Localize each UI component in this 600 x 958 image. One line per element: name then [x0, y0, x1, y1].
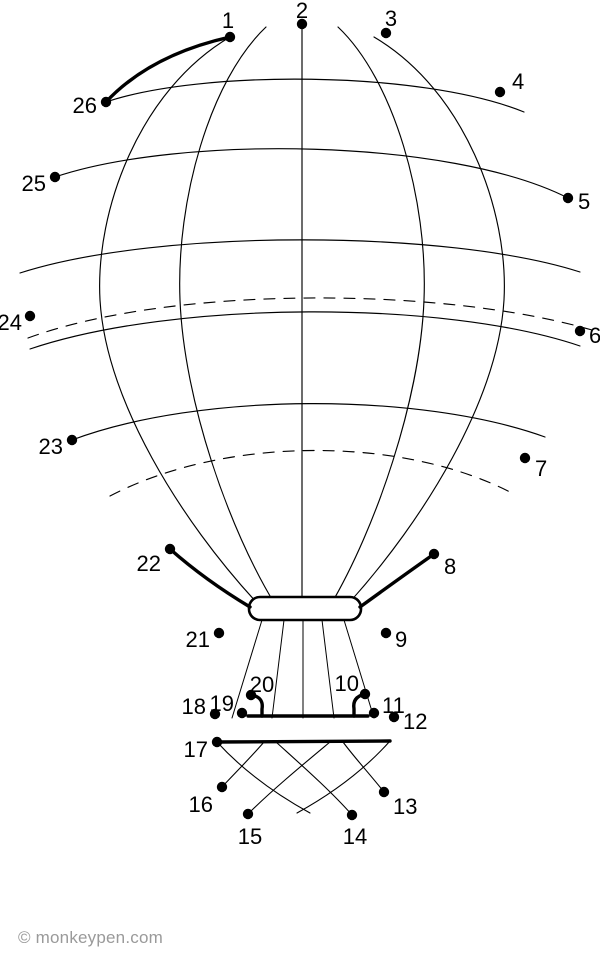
dot-26-to-dot-1-guide	[104, 35, 232, 104]
weave-strand-5	[221, 741, 265, 788]
dot-6[interactable]	[574, 325, 586, 337]
dot-label-18: 18	[182, 694, 206, 719]
meridian-far-right	[347, 36, 505, 605]
envelope-meridian-curves	[99, 23, 505, 615]
dot-label-9: 9	[395, 627, 407, 652]
dot-label-10: 10	[335, 671, 359, 696]
dot-label-21: 21	[186, 627, 210, 652]
dot-23[interactable]	[66, 434, 78, 446]
dot-label-12: 12	[403, 709, 427, 734]
dot-label-22: 22	[137, 551, 161, 576]
dot-2[interactable]	[296, 18, 308, 30]
dot-22[interactable]	[164, 543, 176, 555]
dot-9[interactable]	[380, 627, 392, 639]
skirt-right-inner	[321, 619, 335, 719]
dot-12[interactable]	[388, 711, 400, 723]
dot-label-20: 20	[250, 672, 274, 697]
dot-label-1: 1	[222, 8, 234, 33]
meridian-far-left	[99, 36, 259, 605]
dot-label-23: 23	[39, 434, 63, 459]
dot-label-15: 15	[238, 824, 262, 849]
dot-3[interactable]	[380, 27, 392, 39]
basket-weave-strands	[216, 740, 391, 816]
dot-14[interactable]	[346, 809, 358, 821]
dot-label-4: 4	[512, 69, 524, 94]
weave-strand-3	[247, 741, 331, 815]
dot-label-11: 11	[382, 693, 405, 718]
dot-19[interactable]	[236, 707, 248, 719]
dot-label-25: 25	[22, 171, 46, 196]
dot-17-to-right-rim	[215, 739, 392, 744]
envelope-latitude-arcs	[19, 78, 593, 497]
dot-label-14: 14	[343, 824, 367, 849]
dot-label-6: 6	[589, 323, 600, 348]
weave-strand-4	[275, 741, 353, 816]
dot-label-17: 17	[184, 737, 208, 762]
dot-label-19: 19	[210, 691, 234, 716]
dot-label-13: 13	[393, 794, 417, 819]
dot-label-2: 2	[296, 0, 308, 23]
dot-10[interactable]	[359, 688, 371, 700]
dot-20[interactable]	[245, 689, 257, 701]
latitude-6	[71, 403, 546, 441]
dot-7[interactable]	[519, 452, 531, 464]
envelope-skirt-lines	[231, 619, 375, 719]
meridian-mid-right	[329, 26, 425, 607]
dot-5[interactable]	[562, 192, 574, 204]
dot-22-to-burner-rope	[168, 547, 252, 609]
dot-24[interactable]	[24, 310, 36, 322]
dot-label-7: 7	[535, 456, 547, 481]
dot-4[interactable]	[494, 86, 506, 98]
dot-label-5: 5	[578, 189, 590, 214]
burner-to-dot-8-rope	[358, 552, 436, 609]
dot-1[interactable]	[224, 31, 236, 43]
copyright-watermark: © monkeypen.com	[18, 928, 163, 947]
latitude-7-dashed	[109, 449, 511, 497]
dot-26[interactable]	[100, 96, 112, 108]
dot-18[interactable]	[209, 708, 221, 720]
weave-strand-6	[342, 741, 385, 793]
latitude-1	[105, 78, 525, 113]
dot-8[interactable]	[428, 548, 440, 560]
skirt-left-inner	[271, 619, 285, 719]
skirt-left-outer	[231, 619, 263, 719]
dot-15[interactable]	[242, 808, 254, 820]
meridian-mid-left	[179, 26, 277, 607]
burner-basket-collar	[247, 595, 363, 622]
dot-25[interactable]	[49, 171, 61, 183]
dot-17[interactable]	[211, 736, 223, 748]
pre-drawn-solution-strokes	[104, 35, 436, 744]
latitude-5	[29, 311, 581, 350]
dot-label-3: 3	[385, 6, 397, 31]
dot-16[interactable]	[216, 781, 228, 793]
weave-strand-2	[296, 740, 391, 814]
skirt-right-outer	[343, 619, 375, 719]
dot-label-24: 24	[0, 310, 22, 335]
dot-label-16: 16	[189, 792, 213, 817]
dot-label-8: 8	[444, 554, 456, 579]
numbered-dot-group	[24, 18, 586, 821]
dot-13[interactable]	[378, 786, 390, 798]
dot-21[interactable]	[213, 627, 225, 639]
dot-11[interactable]	[368, 707, 380, 719]
latitude-3	[19, 239, 581, 274]
latitude-4-dashed	[27, 297, 593, 339]
dot-label-26: 26	[73, 93, 97, 118]
latitude-2	[54, 148, 569, 199]
burner-group	[247, 595, 363, 622]
weave-strand-1	[216, 741, 311, 814]
